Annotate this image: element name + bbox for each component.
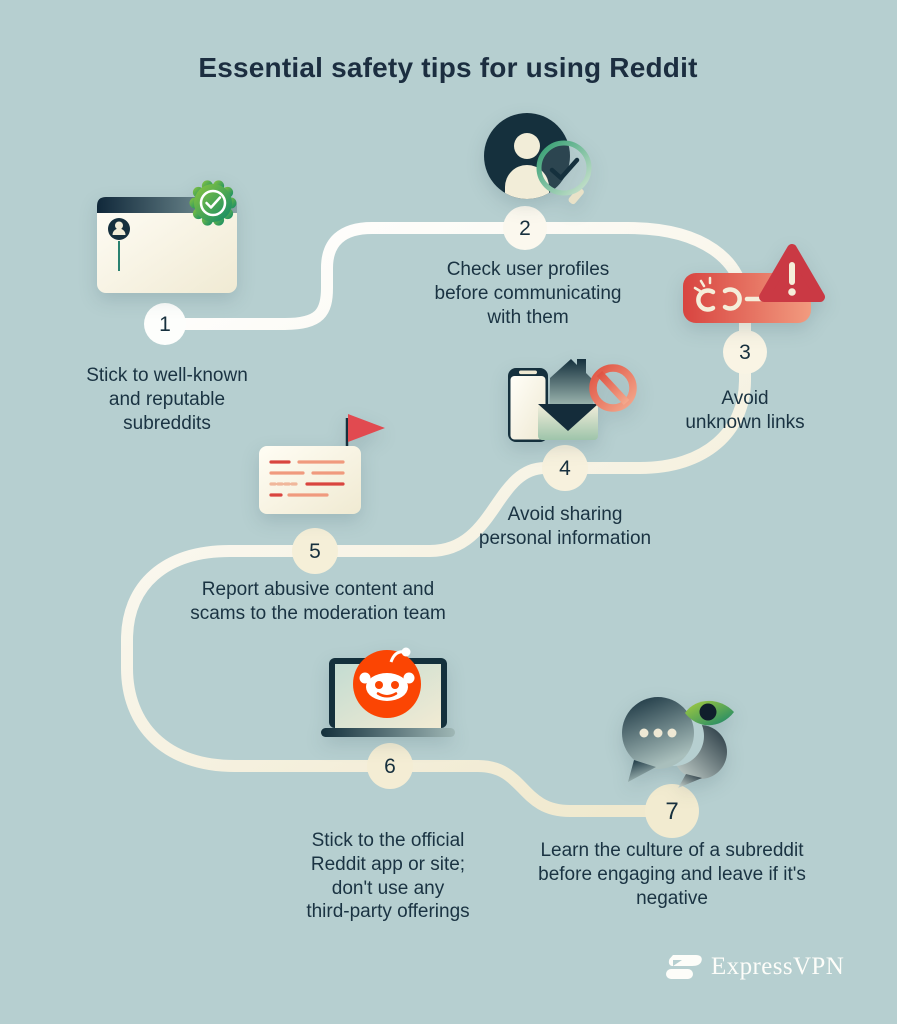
broken-link-warning-icon: [683, 244, 825, 323]
step-number-2: 2: [519, 217, 531, 240]
step-number-5: 5: [309, 540, 321, 563]
step-label-7: Learn the culture of a subreddit before …: [538, 840, 806, 909]
flagged-report-card-icon: [259, 414, 385, 514]
step-number-4: 4: [559, 457, 571, 480]
chat-bubbles-eye-icon: [622, 697, 734, 788]
step-label-1: Stick to well-known and reputable subred…: [86, 365, 248, 434]
brand-name: ExpressVPN: [711, 953, 845, 980]
phone-home-mail-blocked-icon: [508, 359, 637, 442]
step-circle-7: [645, 784, 699, 838]
page-title: Essential safety tips for using Reddit: [198, 52, 698, 83]
step-label-2: Check user profiles before communicating…: [434, 259, 622, 328]
step-number-1: 1: [159, 313, 171, 336]
profile-magnifier-check-icon: [484, 113, 592, 205]
expressvpn-logo-icon: [666, 955, 702, 979]
first-bubble: [622, 697, 694, 782]
step-label-6: Stick to the official Reddit app or site…: [306, 830, 470, 923]
step-label-5: Report abusive content and scams to the …: [190, 579, 446, 624]
step-circle-2: [503, 206, 547, 250]
step-label-4: Avoid sharing personal information: [478, 504, 652, 549]
step-number-6: 6: [384, 755, 396, 778]
eye-icon: [685, 700, 734, 726]
brand-logo: ExpressVPN: [660, 948, 844, 986]
step-circle-4: [542, 445, 588, 491]
step-circle-3: [723, 330, 767, 374]
step-label-3: Avoid unknown links: [685, 388, 805, 433]
step-number-3: 3: [739, 341, 751, 364]
step-circle-1: [144, 303, 186, 345]
step-number-7: 7: [665, 798, 679, 825]
laptop-reddit-logo-icon: [321, 647, 455, 737]
reddit-alien-icon: [353, 647, 421, 718]
verified-browser-card-icon: [97, 180, 237, 293]
step-circle-6: [367, 743, 413, 789]
verified-seal-icon: [189, 180, 237, 226]
step-circle-5: [292, 528, 338, 574]
